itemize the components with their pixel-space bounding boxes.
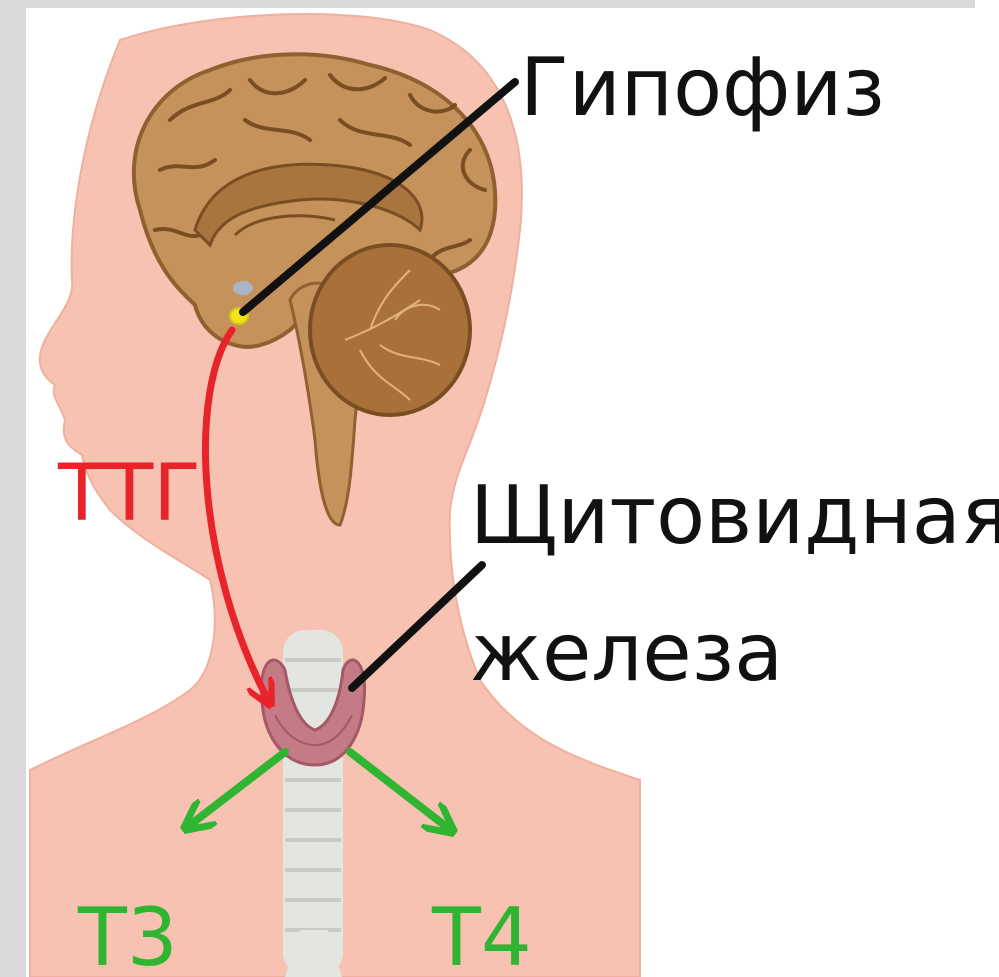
pituitary-label: Гипофиз: [520, 41, 885, 134]
trachea: [283, 630, 343, 977]
tsh-label: ТТГ: [57, 449, 201, 539]
frame-top: [0, 0, 975, 8]
cerebellum: [310, 245, 470, 415]
thyroid-label-line1: Щитовидная: [470, 469, 999, 562]
thyroid-label-line2: железа: [470, 606, 783, 699]
frame-left: [0, 0, 26, 977]
t4-label: Т4: [431, 891, 532, 977]
t3-label: Т3: [77, 891, 178, 977]
pituitary-blue: [233, 281, 253, 295]
